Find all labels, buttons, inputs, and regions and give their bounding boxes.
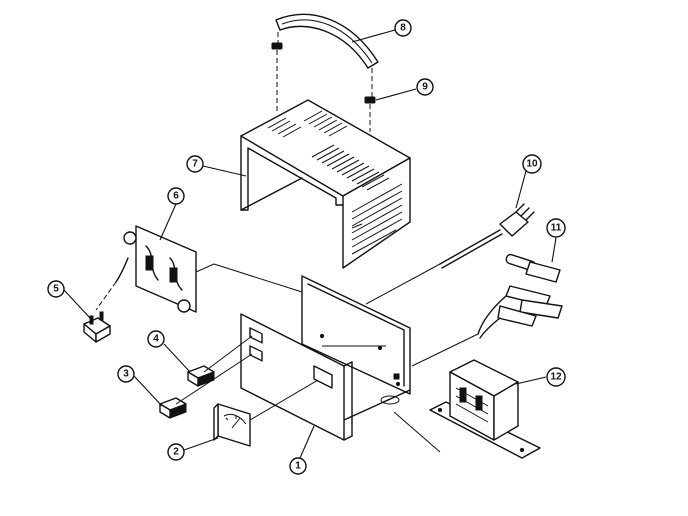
svg-text:9: 9 [422, 82, 428, 93]
switch-icon [159, 397, 187, 419]
callout-12: 12 [546, 367, 566, 387]
assembly-lines [175, 223, 479, 453]
callout-6: 6 [167, 187, 185, 205]
callout-leaders [63, 29, 547, 459]
battery-clamp-icon [477, 237, 563, 339]
svg-text:7: 7 [192, 159, 198, 170]
svg-text:6: 6 [173, 191, 179, 202]
ammeter-icon [213, 403, 251, 447]
svg-text:3: 3 [123, 369, 129, 380]
fuse-holder-icon [83, 311, 111, 343]
callout-10: 10 [522, 154, 542, 174]
chassis-base-icon [240, 275, 411, 441]
switch-panel-icon [95, 225, 197, 313]
svg-text:2: 2 [173, 447, 179, 458]
svg-text:12: 12 [550, 372, 562, 383]
transformer-icon [429, 359, 541, 459]
callout-8: 8 [394, 19, 412, 37]
callout-1: 1 [289, 457, 307, 475]
callout-4: 4 [147, 330, 165, 348]
callout-11: 11 [546, 218, 566, 238]
callout-7: 7 [186, 155, 204, 173]
switch-icon [187, 365, 215, 387]
power-plug-icon [439, 203, 535, 269]
svg-text:5: 5 [53, 284, 59, 295]
svg-text:8: 8 [400, 23, 406, 34]
callout-5: 5 [47, 280, 65, 298]
callout-9: 9 [416, 78, 434, 96]
svg-text:4: 4 [153, 334, 159, 345]
svg-text:1: 1 [295, 461, 301, 472]
callout-2: 2 [167, 443, 185, 461]
housing-cover-icon [240, 99, 411, 269]
callout-3: 3 [117, 365, 135, 383]
svg-text:11: 11 [551, 223, 562, 234]
carry-handle-icon [271, 13, 379, 132]
svg-text:10: 10 [526, 159, 538, 170]
